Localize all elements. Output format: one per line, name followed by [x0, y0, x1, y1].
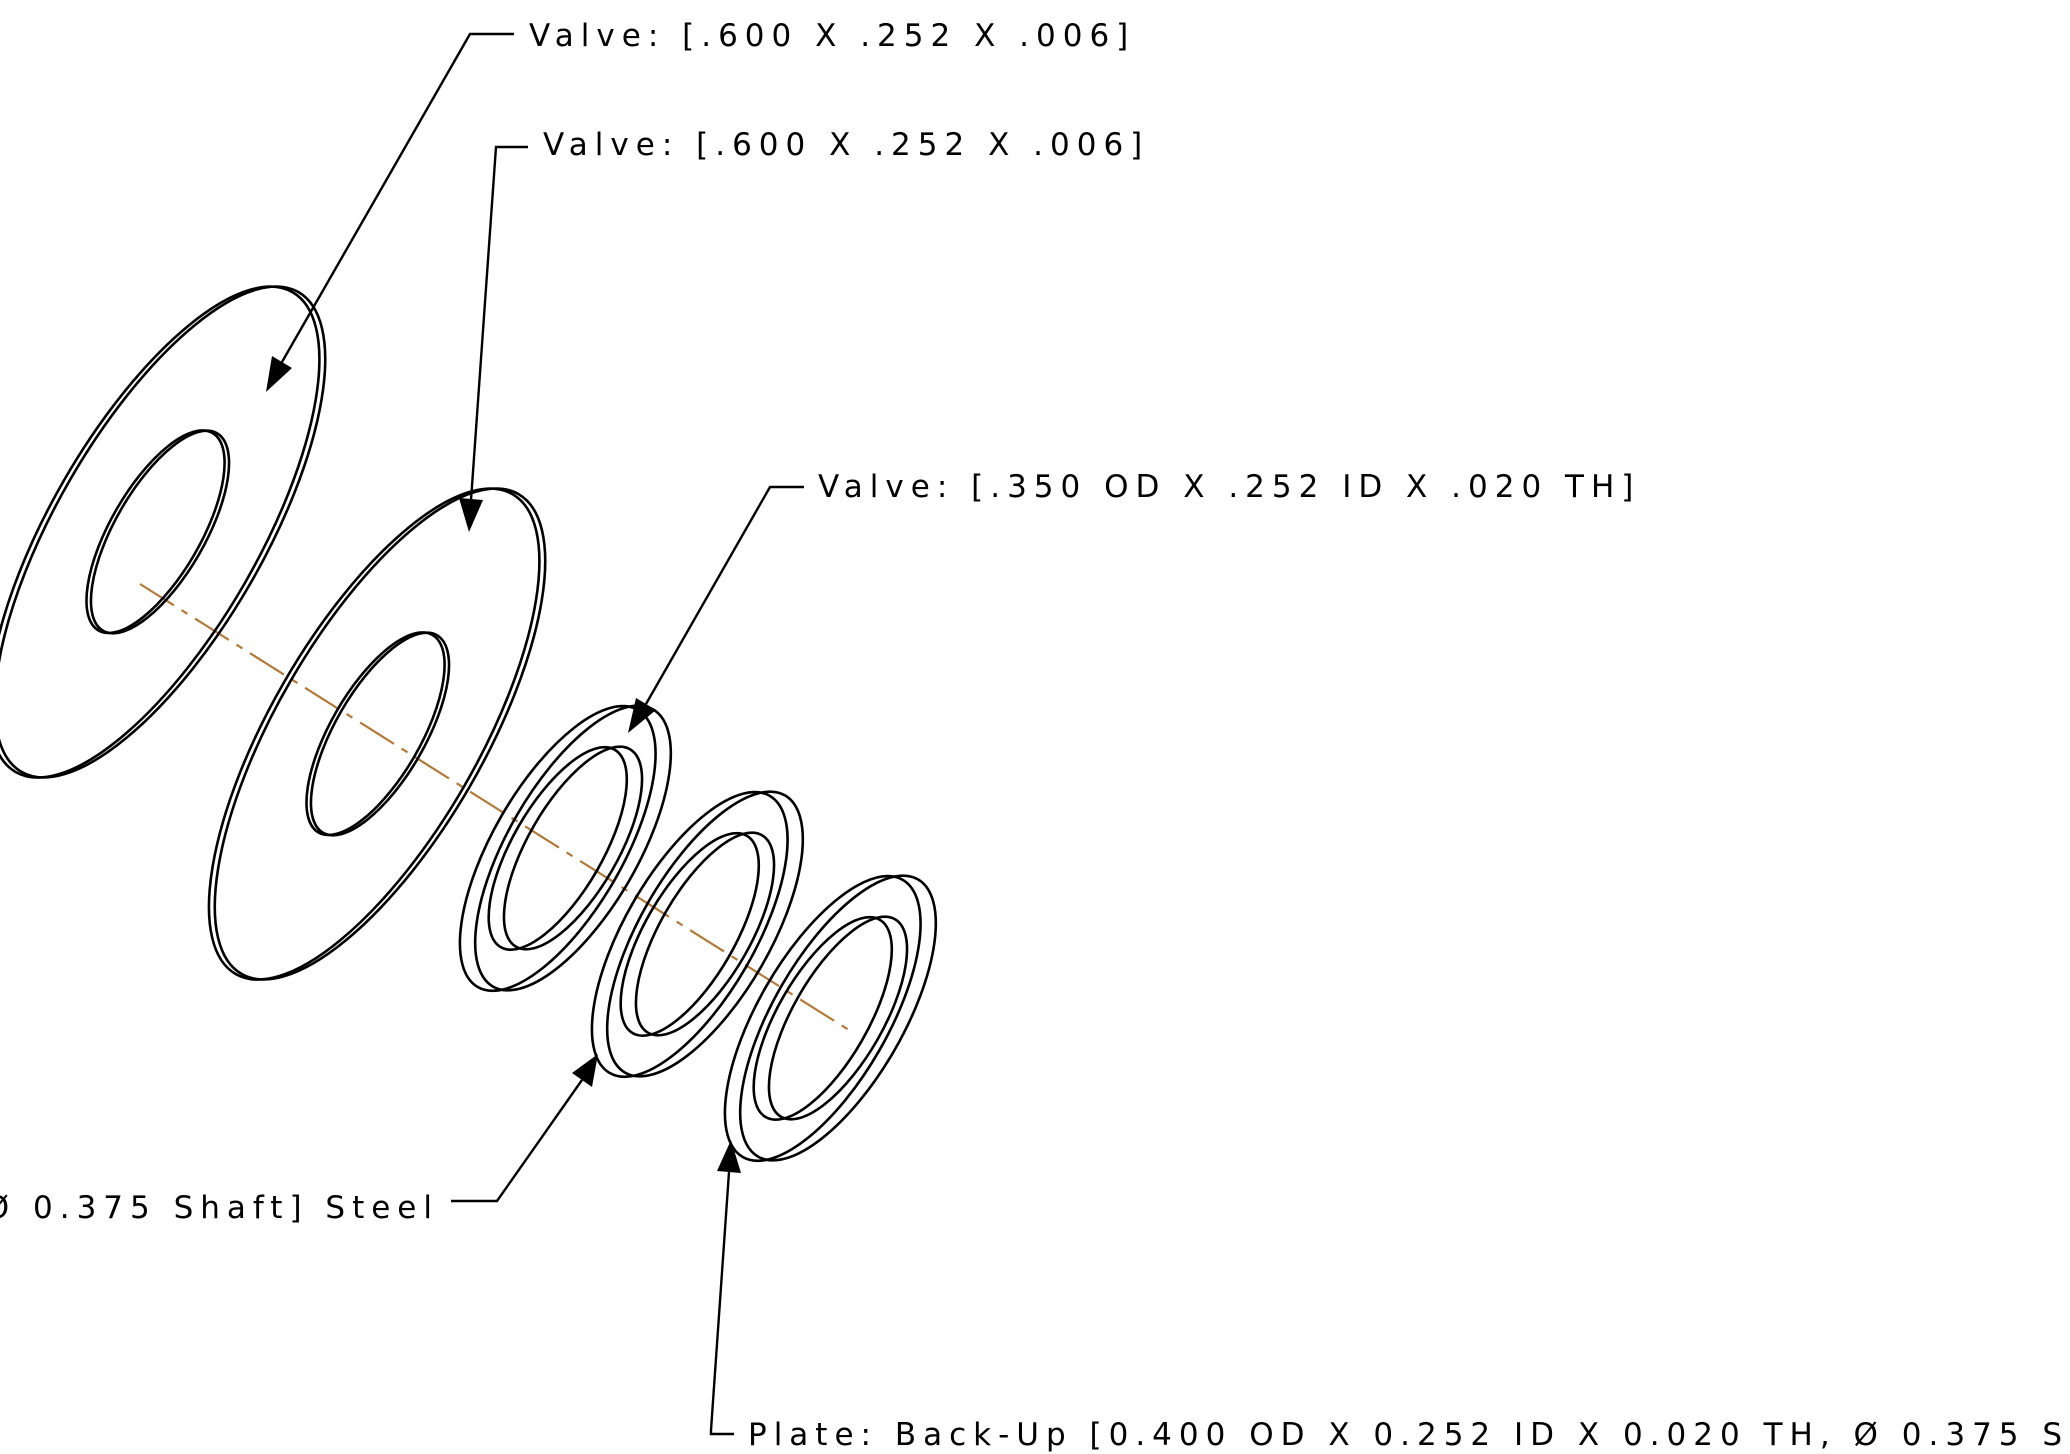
leader-plate-bottom — [709, 1140, 741, 1436]
leader-plate-left — [451, 1054, 598, 1203]
leader-valve-2 — [459, 145, 528, 532]
callout-valve-3: Valve: [.350 OD X .252 ID X .020 TH] — [818, 469, 1640, 505]
valve-disc-1 — [0, 285, 327, 779]
backup-plate-4 — [590, 790, 805, 1079]
leader-valve-3 — [628, 485, 804, 733]
callout-plate-left: H, Ø 0.375 Shaft] Steel — [0, 1190, 439, 1226]
callout-plate-bottom: Plate: Back-Up [0.400 OD X 0.252 ID X 0.… — [748, 1417, 2070, 1453]
callout-valve-2: Valve: [.600 X .252 X .006] — [543, 127, 1149, 163]
center-axis-line — [139, 583, 853, 1033]
backup-plate-5 — [723, 874, 938, 1163]
callout-valve-1: Valve: [.600 X .252 X .006] — [529, 18, 1135, 54]
leader-valve-1 — [266, 32, 514, 392]
valve-ring-3 — [458, 704, 673, 993]
